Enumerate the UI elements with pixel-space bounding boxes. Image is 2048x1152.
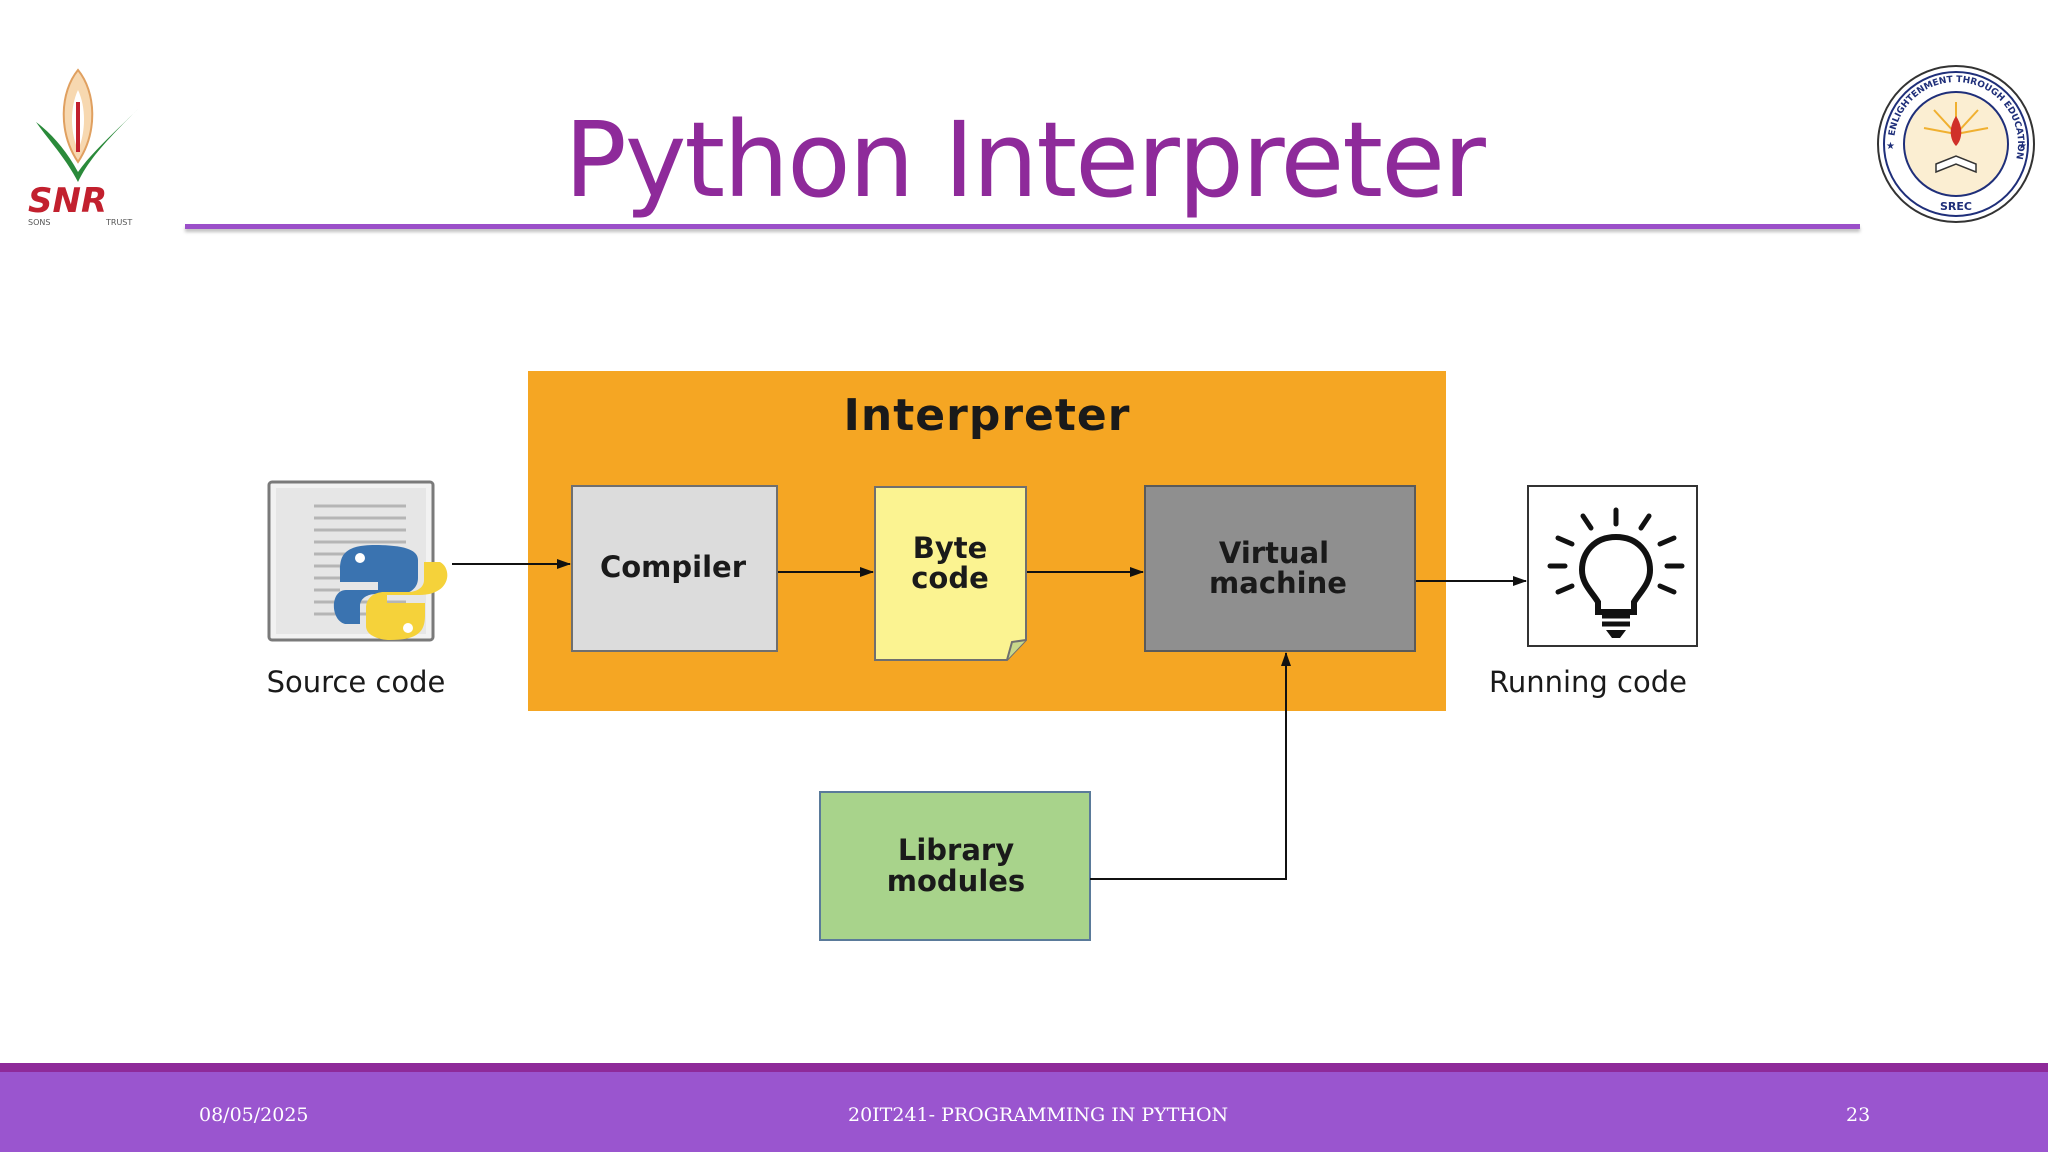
python-source-file-icon — [267, 480, 448, 642]
footer-accent-bar — [0, 1063, 2048, 1072]
srec-logo-text: SREC — [1940, 200, 1972, 213]
source-code-label: Source code — [267, 665, 446, 699]
virtual-machine-label-line1: Virtual — [1219, 536, 1329, 570]
snr-logo: SNR SONS TRUST — [28, 68, 140, 227]
title-underline — [185, 224, 1860, 229]
footer-course-title: 20IT241- PROGRAMMING IN PYTHON — [848, 1104, 1229, 1126]
footer-page-number: 23 — [1846, 1104, 1871, 1126]
byte-code-label-line1: Byte — [913, 531, 988, 565]
svg-text:SONS: SONS — [28, 218, 50, 227]
virtual-machine-box — [1144, 485, 1416, 652]
byte-code-label-line2: code — [911, 561, 989, 595]
arrow-library-to-vm — [1090, 652, 1291, 880]
footer-bar — [0, 1072, 2048, 1152]
byte-code-box — [874, 486, 1027, 661]
library-modules-label-line2: modules — [887, 864, 1025, 898]
interpreter-label: Interpreter — [844, 390, 1131, 441]
snr-logo-text: SNR — [28, 181, 107, 221]
running-code-label: Running code — [1489, 665, 1687, 699]
slide-title: Python Interpreter — [564, 99, 1486, 221]
compiler-label: Compiler — [600, 550, 747, 584]
library-modules-label-line1: Library — [898, 833, 1014, 867]
lightbulb-icon — [1527, 485, 1698, 647]
footer-date: 08/05/2025 — [199, 1104, 309, 1126]
compiler-box — [571, 485, 778, 652]
svg-text:★: ★ — [1886, 141, 1895, 152]
svg-text:TRUST: TRUST — [105, 218, 132, 227]
svg-text:★: ★ — [2018, 141, 2027, 152]
srec-logo: ENLIGHTENMENT THROUGH EDUCATION SREC ★ ★ — [1877, 65, 2035, 223]
library-modules-box — [819, 791, 1091, 941]
virtual-machine-label-line2: machine — [1209, 566, 1347, 600]
